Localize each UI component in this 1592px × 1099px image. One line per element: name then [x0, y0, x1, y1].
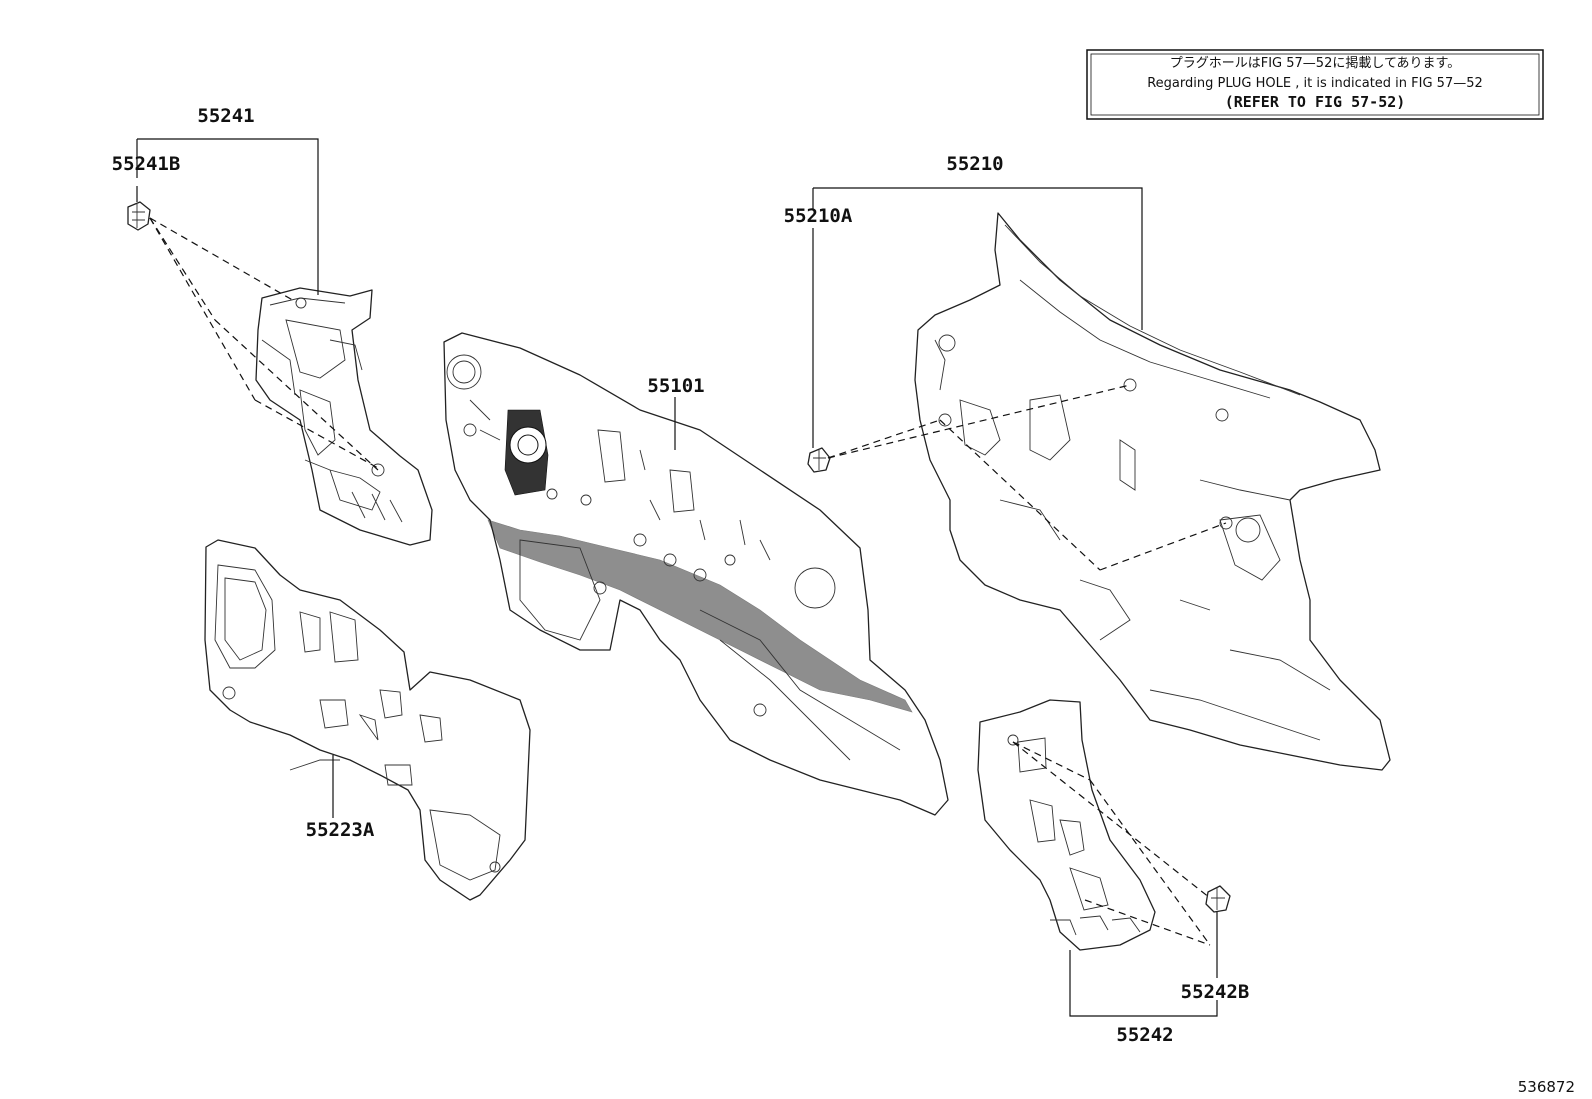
- label-55242B: 55242B: [1181, 981, 1250, 1003]
- label-55241B: 55241B: [112, 153, 181, 175]
- leader-lines: [136, 138, 1218, 1017]
- part-labels: 55241 55241B 55210 55210A 55101 55223A 5…: [112, 105, 1250, 1046]
- part-55210-insulator: [914, 212, 1391, 771]
- label-55210A: 55210A: [784, 205, 853, 227]
- label-55242: 55242: [1116, 1024, 1173, 1046]
- note-line-en: Regarding PLUG HOLE , it is indicated in…: [1147, 76, 1483, 91]
- clip-55210A: [807, 447, 831, 473]
- note-line-ref: (REFER TO FIG 57-52): [1225, 93, 1406, 111]
- reference-note: プラグホールはFIG 57—52に掲載してあります。 Regarding PLU…: [1086, 49, 1544, 120]
- part-55241-silencer: [255, 287, 433, 546]
- dashed-lines: [149, 217, 1227, 946]
- label-55241: 55241: [197, 105, 254, 127]
- label-55210: 55210: [946, 153, 1003, 175]
- clip-55242B: [1205, 885, 1231, 913]
- clip-55241B: [127, 201, 151, 231]
- figure-id: 536872: [1518, 1078, 1575, 1096]
- part-55242-silencer: [977, 699, 1156, 951]
- label-55223A: 55223A: [306, 819, 375, 841]
- note-line-jp: プラグホールはFIG 57—52に掲載してあります。: [1170, 55, 1461, 71]
- part-55101-dash-panel: [443, 332, 949, 816]
- label-55101: 55101: [647, 375, 704, 397]
- part-55223A-silencer: [204, 539, 531, 901]
